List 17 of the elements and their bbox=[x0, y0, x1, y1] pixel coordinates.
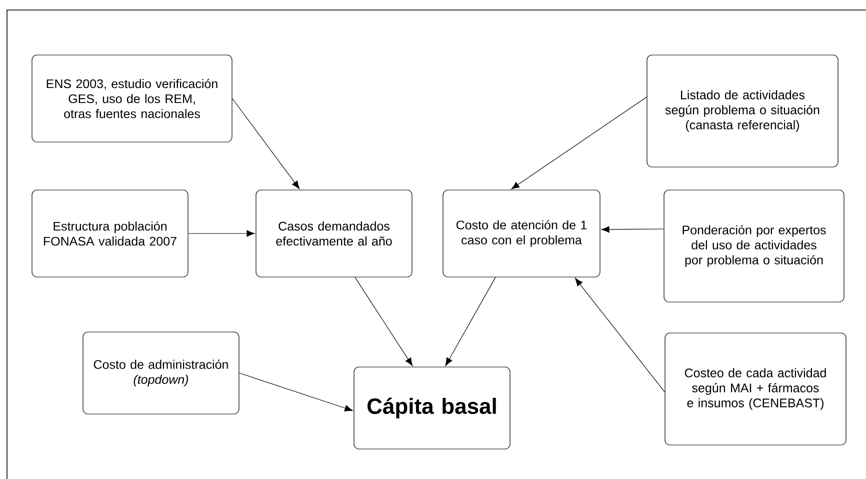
arrow bbox=[511, 96, 647, 190]
process-box: Listado de actividades según problema o situación (canasta referencial) bbox=[646, 54, 838, 168]
arrow bbox=[239, 372, 353, 412]
process-box: ENS 2003, estudio verificación GES, uso de los REM, otras fuentes nacionales bbox=[32, 54, 232, 142]
arrow bbox=[445, 277, 496, 366]
process-box: Costo de administración (topdown) bbox=[82, 332, 240, 414]
process-box: Ponderación por expertos del uso de actividades por problema o situación bbox=[664, 190, 844, 302]
arrow bbox=[601, 226, 664, 233]
arrow bbox=[232, 98, 300, 190]
arrow bbox=[188, 230, 255, 237]
process-box: Estructura población FONASA validada 2007 bbox=[32, 190, 188, 278]
process-box: Costeo de cada actividad según MAI + fármacos e insumos (CENEBAST) bbox=[664, 332, 846, 446]
process-box: Casos demandados efectivamente al año bbox=[256, 190, 412, 278]
arrow bbox=[354, 277, 413, 366]
arrow bbox=[574, 278, 665, 392]
process-box: Costo de atención de 1 caso con el problema bbox=[442, 190, 600, 278]
result-box: Cápita basal bbox=[354, 366, 510, 450]
